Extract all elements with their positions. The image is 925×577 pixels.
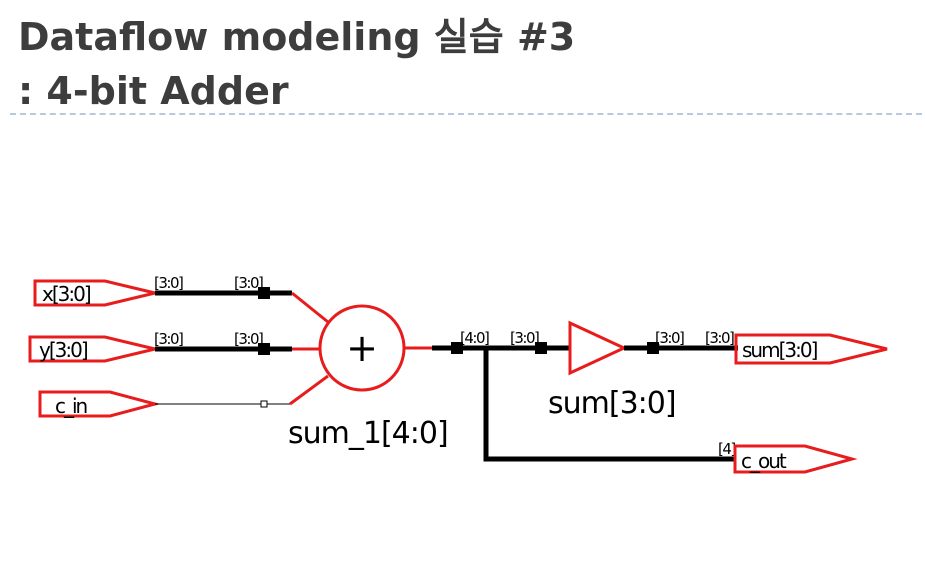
bus-label-y-left: [3:0]: [154, 330, 183, 348]
port-y-label: y[3:0]: [39, 338, 88, 362]
bus-label-c-out-bit: [4]: [718, 440, 735, 458]
wire-sum-1-tap-a: [451, 342, 463, 354]
adder-pin-a: [291, 291, 329, 324]
bus-label-y-right: [3:0]: [234, 330, 263, 348]
port-sum: sum[3:0]: [734, 333, 888, 365]
bus-label-adder-out-1: [4:0]: [460, 329, 489, 347]
page-title-line-1: Dataflow modeling 실습 #3: [18, 15, 576, 59]
buffer-triangle: [568, 320, 628, 376]
bus-label-buf-out-2: [3:0]: [705, 329, 734, 347]
page-title: Dataflow modeling 실습 #3 : 4-bit Adder: [18, 10, 575, 118]
adder-cell: + sum_1[4:0]: [288, 291, 449, 451]
wire-sum-1-tap-b: [535, 342, 547, 354]
wire-c-in-tap: [260, 400, 268, 408]
port-c-out-shape: [733, 444, 858, 474]
wire-sum-tap: [647, 342, 659, 354]
port-c-in-shape: [38, 390, 161, 418]
port-x: x[3:0]: [33, 279, 156, 307]
bus-label-buf-out-1: [3:0]: [655, 329, 684, 347]
adder-pin-cin: [289, 374, 329, 406]
page-title-line-2: : 4-bit Adder: [18, 69, 289, 113]
wire-x-tap: [258, 287, 270, 299]
port-y: y[3:0]: [28, 335, 156, 363]
port-c-out-label: c_out: [741, 449, 787, 473]
port-c-in-label: c_in: [55, 394, 87, 418]
title-divider: [10, 113, 922, 115]
buffer-cell: sum[3:0]: [548, 320, 677, 421]
buffer-instance-name: sum[3:0]: [548, 386, 676, 421]
port-sum-label: sum[3:0]: [742, 338, 818, 362]
bus-label-adder-out-2: [3:0]: [510, 329, 539, 347]
bus-label-x-left: [3:0]: [154, 274, 183, 292]
port-c-in: c_in: [38, 390, 161, 418]
wire-c-out: [483, 348, 735, 462]
adder-instance-name: sum_1[4:0]: [288, 416, 448, 451]
port-c-out: c_out: [733, 444, 858, 474]
port-x-shape: [33, 279, 156, 307]
bus-label-x-right: [3:0]: [234, 274, 263, 292]
port-sum-shape: [734, 333, 888, 365]
wire-y-tap: [258, 343, 270, 355]
port-x-label: x[3:0]: [42, 282, 91, 306]
port-y-shape: [28, 335, 156, 363]
adder-plus-symbol: +: [346, 326, 378, 370]
